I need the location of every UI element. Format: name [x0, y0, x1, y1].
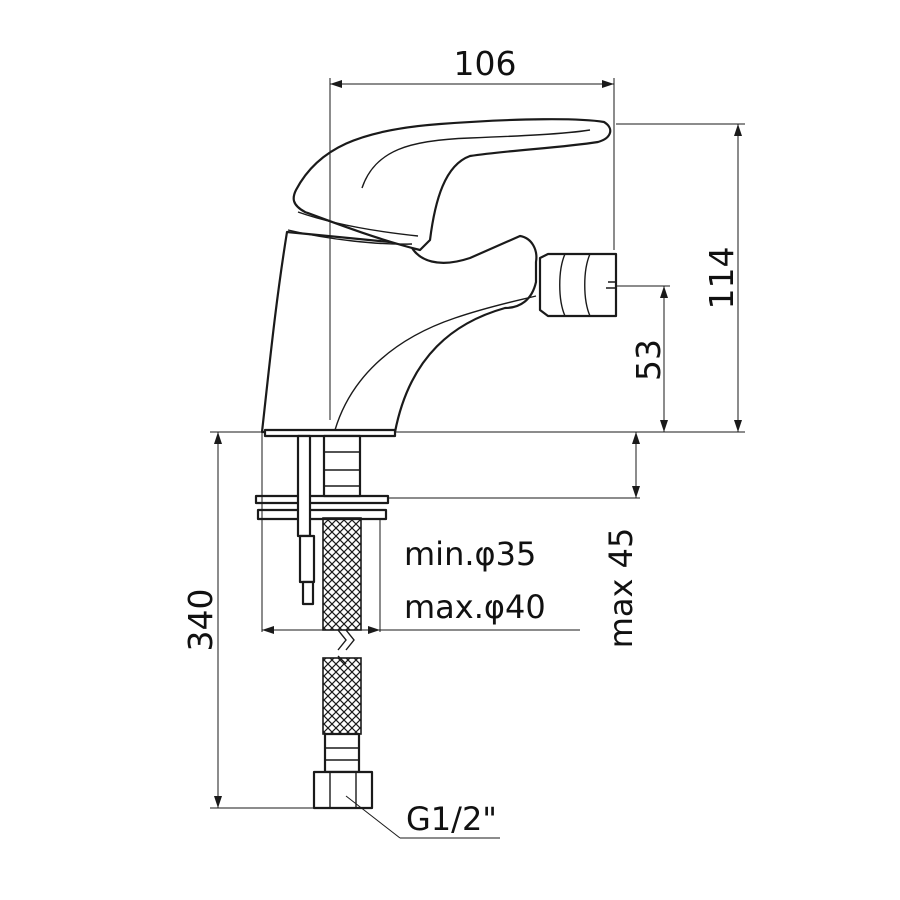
deck-thickness-label: max 45 [602, 528, 640, 649]
thread-label: G1/2" [406, 800, 497, 838]
dimension-deck-thickness: max 45 [388, 432, 640, 648]
dimension-width: 106 [329, 44, 615, 420]
height-label: 114 [702, 247, 741, 310]
spout-height-label: 53 [629, 339, 668, 381]
width-label: 106 [454, 44, 517, 83]
hose-length-label: 340 [181, 589, 220, 652]
dimension-hose-length: 340 [181, 431, 330, 809]
faucet-body [260, 118, 612, 434]
dimension-height: 114 [616, 123, 745, 433]
max-hole-label: max.φ40 [404, 588, 546, 626]
braided-hose [312, 517, 374, 810]
hole-diameter-annotations: min.φ35 max.φ40 [261, 432, 580, 634]
swivel-nozzle [538, 252, 618, 318]
min-hole-label: min.φ35 [404, 535, 536, 573]
mounting-hardware [215, 428, 640, 606]
thread-annotation: G1/2" [345, 795, 500, 839]
dimension-spout-height: 53 [616, 285, 670, 432]
